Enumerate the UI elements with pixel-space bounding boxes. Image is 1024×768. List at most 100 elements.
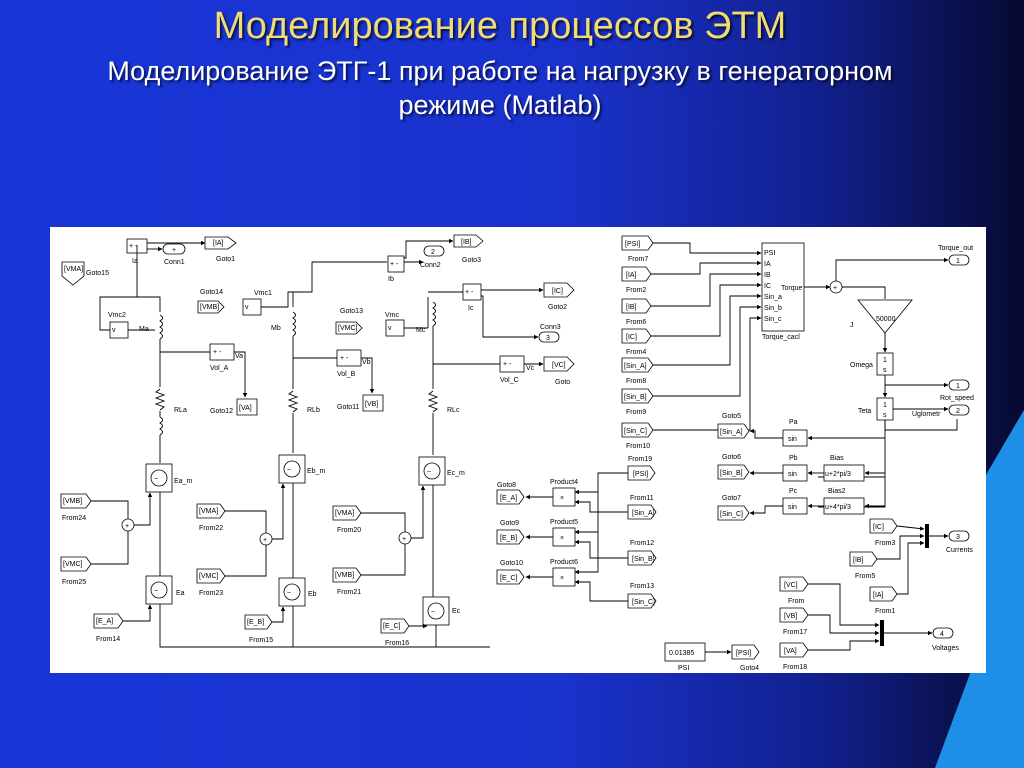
- from4-ic[interactable]: [621, 328, 652, 344]
- goto2-ic[interactable]: [543, 282, 575, 298]
- goto5-sin-a[interactable]: [717, 423, 750, 439]
- ammeter-ib[interactable]: [387, 255, 405, 273]
- svg-text:[VMC]: [VMC]: [63, 561, 83, 568]
- out-currents[interactable]: [948, 530, 970, 542]
- goto12-va[interactable]: [236, 398, 258, 416]
- svg-text:Mb: Mb: [271, 325, 281, 332]
- from6-ib[interactable]: [621, 298, 652, 314]
- from15[interactable]: [244, 614, 273, 630]
- from25[interactable]: [60, 556, 92, 572]
- svg-text:[E_B]: [E_B]: [247, 619, 264, 626]
- svg-text:[IC]: [IC]: [873, 524, 884, 531]
- goto14-vmb[interactable]: [197, 300, 225, 314]
- out-uglometr[interactable]: [948, 404, 970, 416]
- from21[interactable]: [332, 567, 362, 583]
- out-voltages[interactable]: [932, 627, 954, 639]
- svg-text:Rot_speed: Rot_speed: [940, 395, 974, 402]
- out-torque-out[interactable]: [948, 254, 970, 266]
- svg-text:Vol_B: Vol_B: [337, 371, 356, 378]
- svg-text:~: ~: [154, 588, 158, 595]
- mux-voltages[interactable]: [880, 620, 884, 646]
- source-ec-m[interactable]: [418, 456, 446, 486]
- svg-text:[VB]: [VB]: [365, 401, 378, 408]
- svg-text:[PSI]: [PSI]: [736, 650, 751, 657]
- port-conn2[interactable]: [423, 245, 445, 257]
- from1-ia[interactable]: [869, 586, 898, 602]
- svg-text:From18: From18: [783, 664, 807, 671]
- from18-va[interactable]: [779, 642, 809, 658]
- port-conn3[interactable]: [538, 331, 560, 343]
- source-eb-m[interactable]: [278, 454, 306, 484]
- mux-currents[interactable]: [925, 524, 929, 548]
- goto3-ib[interactable]: [453, 234, 484, 248]
- goto10-ec[interactable]: [496, 569, 525, 585]
- svg-text:[IC]: [IC]: [626, 334, 637, 341]
- goto9-eb[interactable]: [496, 529, 525, 545]
- svg-text:From9: From9: [626, 409, 646, 416]
- goto15-vma[interactable]: [61, 261, 85, 286]
- from13-sin-c[interactable]: [627, 593, 657, 609]
- goto4-psi[interactable]: [731, 644, 760, 660]
- from11-sin-a[interactable]: [627, 504, 657, 520]
- svg-text:[PSI]: [PSI]: [633, 471, 648, 478]
- from7-psi[interactable]: [621, 235, 654, 251]
- resistor-rlc: [427, 390, 439, 413]
- svg-text:Mc: Mc: [416, 327, 426, 334]
- svg-text:From10: From10: [626, 443, 650, 450]
- svg-text:Goto: Goto: [555, 379, 570, 386]
- svg-text:×: ×: [560, 495, 564, 502]
- phase-a: + - Ia + Conn1 [IA] Goto1 [VMA] Goto15 v…: [61, 236, 490, 648]
- source-ea[interactable]: [145, 575, 173, 605]
- from17-vb[interactable]: [779, 607, 809, 623]
- svg-text:v: v: [388, 325, 392, 332]
- goto13-vmc[interactable]: [335, 321, 363, 335]
- svg-text:Sin_a: Sin_a: [764, 294, 782, 301]
- svg-text:Ec: Ec: [452, 608, 461, 615]
- from19-psi[interactable]: [627, 465, 656, 481]
- from12-sin-b[interactable]: [627, 550, 657, 566]
- source-ec[interactable]: [422, 596, 450, 626]
- svg-text:Product5: Product5: [550, 519, 578, 526]
- goto7-sin-c[interactable]: [717, 505, 750, 521]
- from5-ib[interactable]: [849, 551, 878, 567]
- from16[interactable]: [380, 618, 410, 634]
- svg-text:Vmc: Vmc: [385, 312, 400, 319]
- svg-text:sin: sin: [788, 471, 797, 478]
- svg-text:[E_B]: [E_B]: [500, 535, 517, 542]
- from22[interactable]: [196, 503, 226, 519]
- goto6-sin-b[interactable]: [717, 464, 750, 480]
- from23[interactable]: [196, 568, 226, 584]
- source-eb[interactable]: [278, 577, 306, 607]
- svg-text:[VMC]: [VMC]: [199, 573, 219, 580]
- svg-text:Goto7: Goto7: [722, 495, 741, 502]
- svg-text:Goto15: Goto15: [86, 270, 109, 277]
- port-conn1[interactable]: [162, 243, 186, 255]
- goto-vc[interactable]: [543, 356, 575, 372]
- inductor-mc: [432, 301, 436, 327]
- goto11-vb[interactable]: [362, 394, 384, 412]
- svg-text:Vb: Vb: [362, 359, 371, 366]
- svg-text:Ib: Ib: [388, 276, 394, 283]
- from8-sin-a[interactable]: [621, 357, 654, 373]
- from10-sin-c[interactable]: [621, 422, 654, 438]
- svg-text:Goto9: Goto9: [500, 520, 519, 527]
- svg-text:u+2*pi/3: u+2*pi/3: [825, 471, 851, 478]
- svg-text:~: ~: [427, 469, 431, 476]
- source-ea-m[interactable]: [145, 463, 173, 493]
- from14[interactable]: [93, 613, 124, 629]
- goto8-ea[interactable]: [496, 489, 525, 505]
- svg-text:From7: From7: [628, 256, 648, 263]
- from9-sin-b[interactable]: [621, 388, 654, 404]
- goto1-tag[interactable]: [204, 236, 237, 250]
- from20[interactable]: [332, 505, 362, 521]
- from2-ia[interactable]: [621, 266, 652, 282]
- svg-text:J: J: [850, 322, 854, 329]
- gain-j[interactable]: [857, 299, 913, 334]
- simulink-diagram: + - Ia + Conn1 [IA] Goto1 [VMA] Goto15 v…: [60, 234, 974, 672]
- out-rot-speed[interactable]: [948, 379, 970, 391]
- from24[interactable]: [60, 493, 92, 509]
- torque-calc-block[interactable]: [761, 242, 805, 332]
- from3-ic[interactable]: [869, 518, 898, 534]
- svg-text:From23: From23: [199, 590, 223, 597]
- from-vc[interactable]: [779, 576, 809, 592]
